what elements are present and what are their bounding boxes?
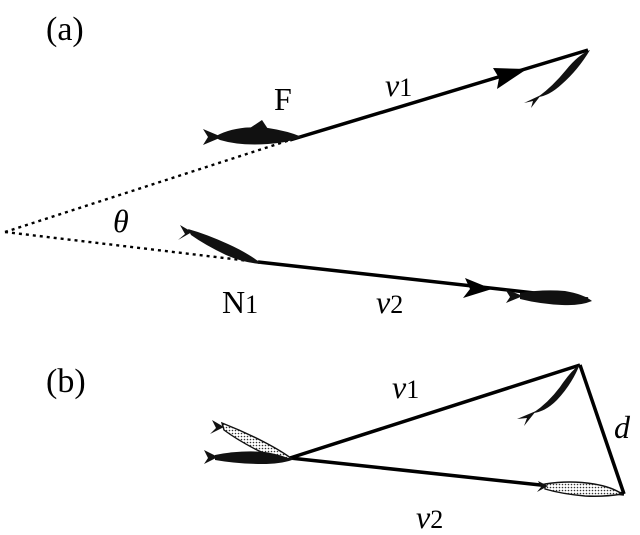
neighbor-fish-label: N1	[222, 284, 258, 320]
focal-fish-label: F	[274, 81, 292, 117]
fish-at-v1-tip-icon	[524, 50, 590, 108]
distance-d-label: d	[614, 409, 631, 445]
v1-label-a: v1	[385, 67, 412, 103]
angle-ray-lower	[4, 230, 259, 264]
neighbor-fish-icon	[178, 225, 262, 264]
velocity-vector-v1-a	[289, 48, 589, 142]
velocity-vector-v1-b	[289, 363, 581, 460]
v2-label-a: v2	[376, 284, 403, 320]
shaded-fish-at-v2-tip-icon	[537, 481, 624, 497]
fish-at-v1-tip-b-icon	[517, 364, 580, 426]
panel-a-label: (a)	[46, 11, 84, 48]
distance-segment-d	[578, 364, 626, 495]
angle-theta-label: θ	[113, 203, 129, 239]
v2-label-b: v2	[416, 499, 443, 535]
fish-at-v2-tip-icon	[505, 289, 592, 306]
focal-fish-icon	[203, 120, 302, 145]
arrowhead-v1-a	[493, 68, 527, 89]
dark-origin-fish-icon	[204, 450, 292, 464]
angle-ray-upper	[4, 138, 291, 234]
panel-b-label: (b)	[46, 363, 86, 400]
shaded-origin-fish-icon	[210, 420, 295, 460]
arrowhead-v2-a	[463, 278, 492, 298]
v1-label-b: v1	[392, 369, 419, 405]
